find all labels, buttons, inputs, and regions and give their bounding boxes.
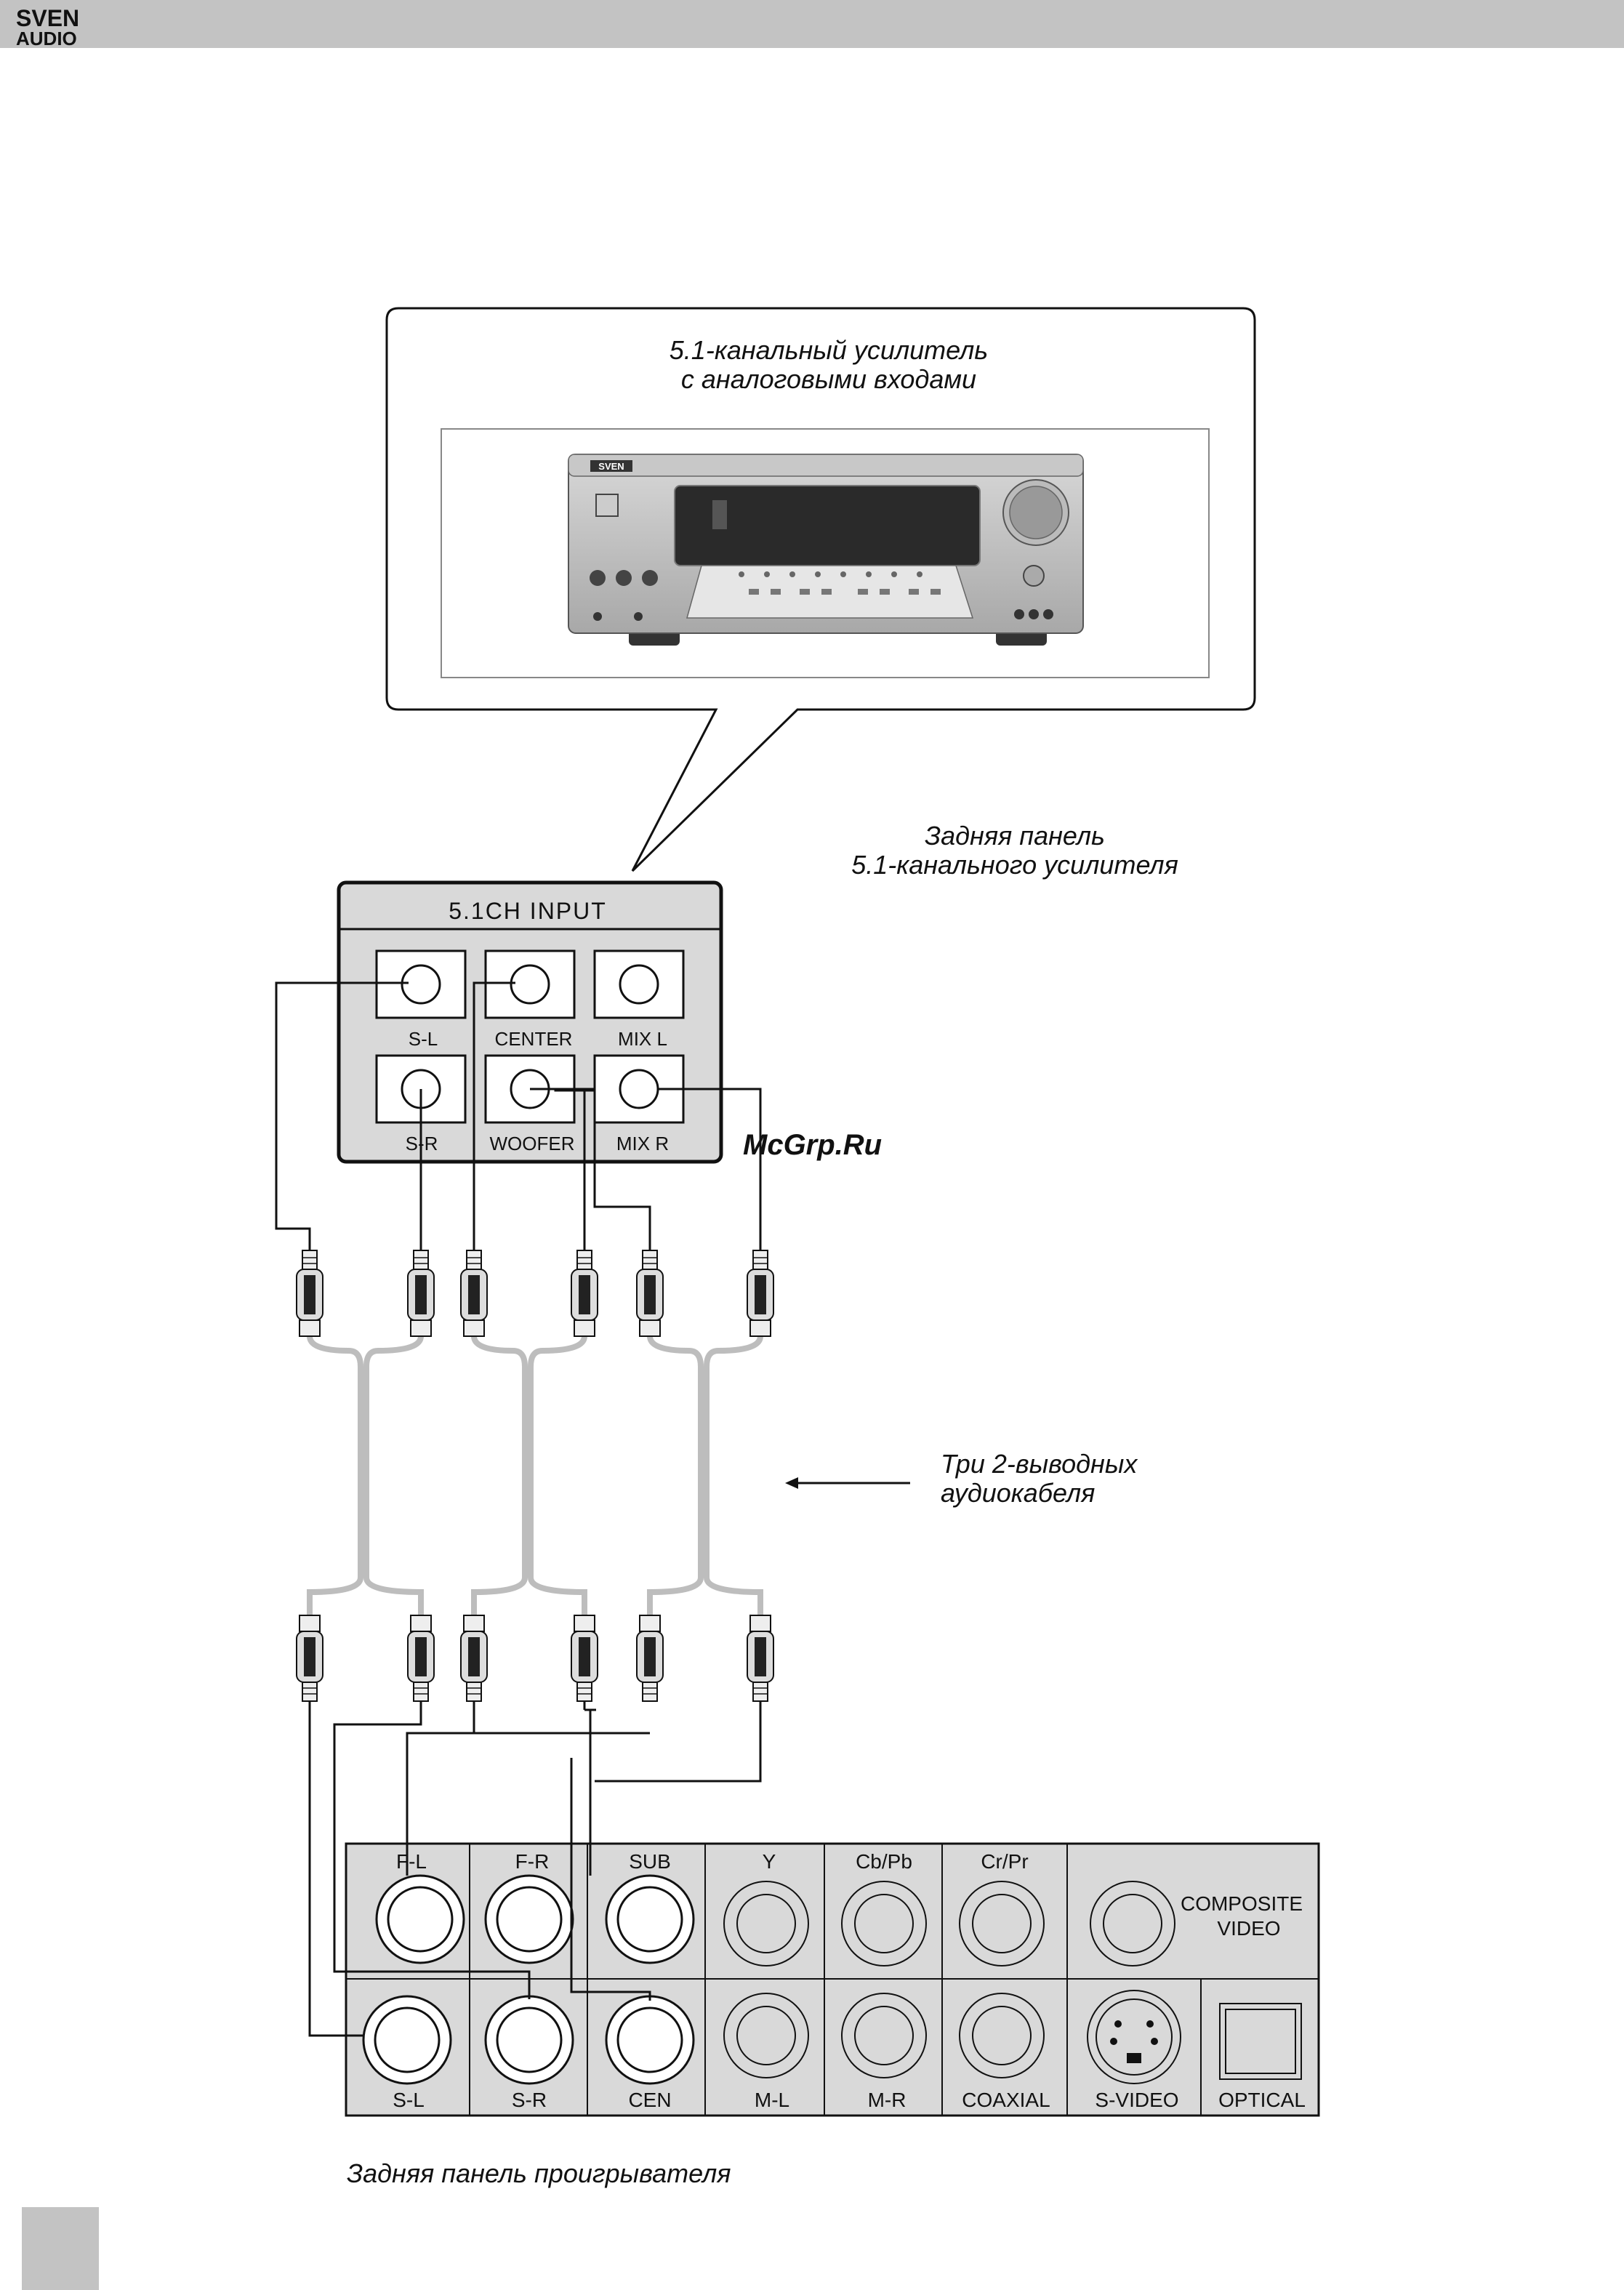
amp-jack-s-l — [377, 951, 465, 1018]
player-label-f-l: F-L — [396, 1850, 427, 1873]
amp-brand-badge: SVEN — [598, 461, 624, 472]
rca-plug-bottom-5 — [637, 1615, 663, 1701]
player-label-optical: OPTICAL — [1218, 2089, 1306, 2111]
player-jack-sub — [606, 1876, 694, 1963]
brand-logo-line2: AUDIO — [16, 28, 77, 49]
amp-label-mix-r: MIX R — [616, 1133, 669, 1154]
rca-plug-top-5 — [637, 1250, 663, 1336]
rca-plug-bottom-3 — [461, 1615, 487, 1701]
rear-panel-caption-line2: 5.1-канального усилителя — [851, 850, 1178, 880]
player-label-sub: SUB — [629, 1850, 671, 1873]
rca-plug-bottom-6 — [747, 1615, 773, 1701]
amplifier-front-image: SVEN — [568, 454, 1083, 646]
player-jack-f-l — [377, 1876, 464, 1963]
player-label-cen: CEN — [628, 2089, 671, 2111]
audio-cables — [310, 1336, 760, 1615]
amp-label-woofer: WOOFER — [490, 1133, 575, 1154]
header-bar — [0, 0, 1624, 48]
player-label-coaxial: COAXIAL — [962, 2089, 1050, 2111]
player-label-m-l: M-L — [755, 2089, 789, 2111]
player-label-s-l: S-L — [393, 2089, 425, 2111]
amp-input-title: 5.1CH INPUT — [449, 898, 607, 924]
callout-title-line2: с аналоговыми входами — [681, 364, 976, 394]
player-label-y: Y — [763, 1850, 776, 1873]
player-jack-s-l — [363, 1996, 451, 2084]
player-label-cr-pr: Cr/Pr — [981, 1850, 1028, 1873]
amp-jack-center — [486, 951, 574, 1018]
rca-plug-top-2 — [408, 1250, 434, 1336]
rca-plug-bottom-2 — [408, 1615, 434, 1701]
player-label-composite-line2: VIDEO — [1217, 1917, 1280, 1940]
player-label-s-r: S-R — [512, 2089, 547, 2111]
player-label-m-r: M-R — [868, 2089, 907, 2111]
callout-title-line1: 5.1-канальный усилитель — [670, 335, 988, 365]
player-panel-caption: Задняя панель проигрывателя — [347, 2158, 731, 2188]
rca-plug-top-4 — [571, 1250, 598, 1336]
player-label-composite-line1: COMPOSITE — [1181, 1892, 1303, 1915]
amp-jack-mix-l — [595, 951, 683, 1018]
rear-panel-caption-line1: Задняя панель — [925, 821, 1105, 851]
rca-plug-top-6 — [747, 1250, 773, 1336]
amp-label-mix-l: MIX L — [618, 1028, 667, 1050]
cables-caption-line2: аудиокабеля — [941, 1478, 1095, 1508]
player-label-cb-pb: Cb/Pb — [856, 1850, 912, 1873]
player-label-s-video: S-VIDEO — [1095, 2089, 1178, 2111]
watermark: McGrp.Ru — [743, 1129, 882, 1161]
player-jack-s-r — [486, 1996, 573, 2084]
rca-plug-bottom-1 — [297, 1615, 323, 1701]
cables-pointer-arrow — [785, 1477, 910, 1489]
cables-caption-line1: Три 2-выводных — [941, 1449, 1138, 1479]
amp-label-s-l: S-L — [409, 1028, 438, 1050]
page-corner-block — [22, 2207, 99, 2290]
rca-plug-top-1 — [297, 1250, 323, 1336]
player-jack-cen — [606, 1996, 694, 2084]
rca-plug-top-3 — [461, 1250, 487, 1336]
amp-label-center: CENTER — [495, 1028, 573, 1050]
rca-plug-bottom-4 — [571, 1615, 598, 1701]
player-jack-f-r — [486, 1876, 573, 1963]
player-label-f-r: F-R — [515, 1850, 550, 1873]
